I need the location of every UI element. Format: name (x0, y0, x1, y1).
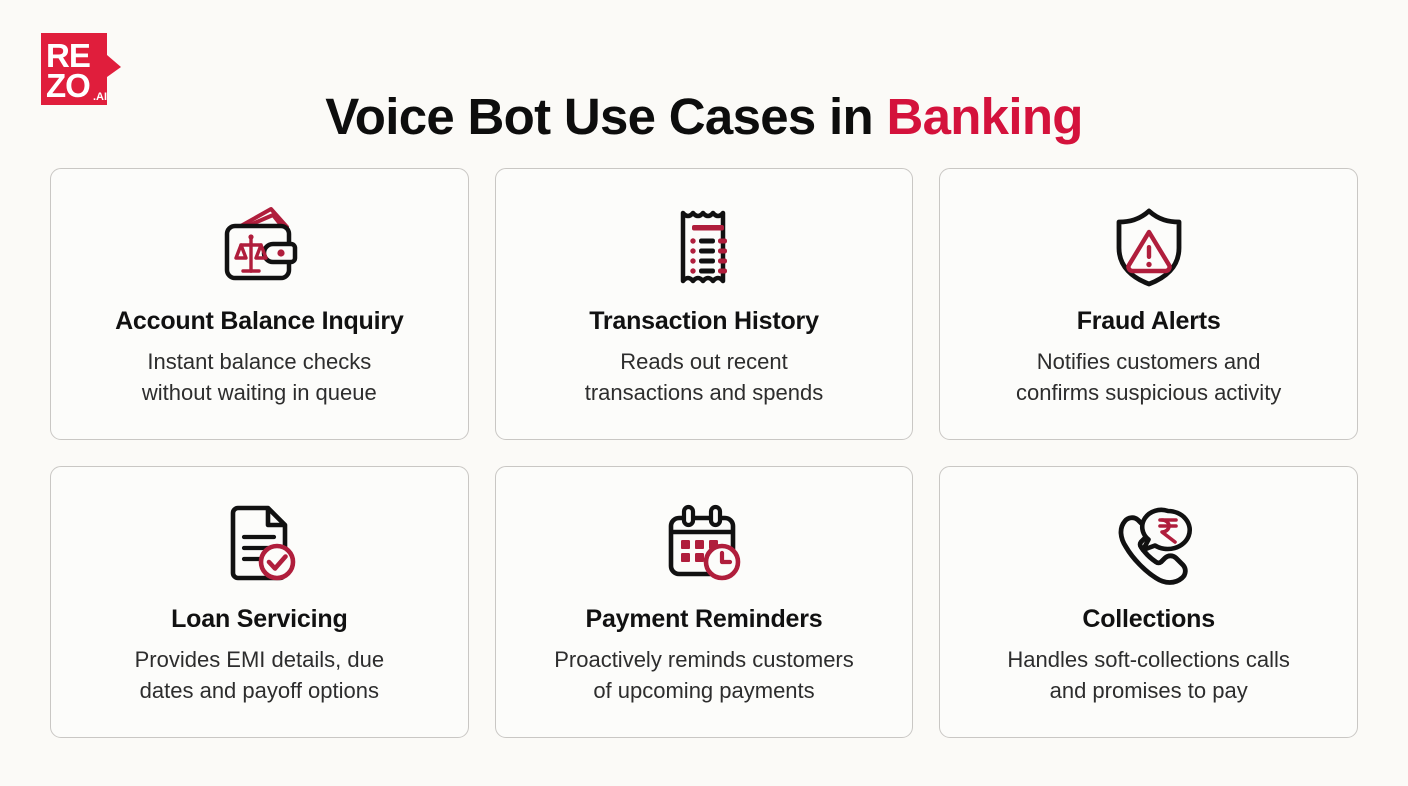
calendar-clock-icon (656, 493, 752, 597)
card-collections[interactable]: Collections Handles soft-collections cal… (939, 466, 1358, 738)
card-description-line: confirms suspicious activity (1016, 380, 1282, 405)
card-description: Instant balance checks without waiting i… (142, 346, 377, 408)
card-loan-servicing[interactable]: Loan Servicing Provides EMI details, due… (50, 466, 469, 738)
card-description-line: Proactively reminds customers (554, 647, 854, 672)
card-title: Transaction History (589, 307, 819, 335)
card-title: Fraud Alerts (1076, 307, 1221, 335)
card-description-line: Provides EMI details, due (134, 647, 385, 672)
card-payment-reminders[interactable]: Payment Reminders Proactively reminds cu… (494, 466, 914, 738)
card-title: Payment Reminders (585, 605, 823, 633)
card-transaction-history[interactable]: Transaction History Reads out recent tra… (494, 168, 914, 440)
card-description-line: Reads out recent (620, 349, 788, 374)
card-fraud-alerts[interactable]: Fraud Alerts Notifies customers and conf… (939, 168, 1358, 440)
card-description-line: Handles soft-collections calls (1007, 647, 1290, 672)
card-description-line: without waiting in queue (141, 380, 377, 405)
card-description: Reads out recent transactions and spends (585, 346, 824, 408)
card-description-line: dates and payoff options (139, 678, 379, 703)
page-title-accent: Banking (886, 88, 1083, 146)
card-description: Handles soft-collections calls and promi… (1007, 644, 1289, 706)
svg-text:RE: RE (46, 37, 90, 74)
card-description-line: Notifies customers and (1036, 349, 1261, 374)
card-title: Loan Servicing (171, 605, 348, 633)
card-description-line: Instant balance checks (147, 349, 372, 374)
card-description-line: transactions and spends (584, 380, 824, 405)
phone-rupee-icon (1101, 493, 1197, 597)
card-description-line: of upcoming payments (593, 678, 815, 703)
svg-text:.AI: .AI (93, 91, 107, 103)
document-check-icon (211, 493, 307, 597)
rezo-ai-logo: RE ZO .AI (35, 27, 123, 111)
card-title: Collections (1082, 605, 1215, 633)
card-title: Account Balance Inquiry (115, 307, 404, 335)
card-description: Proactively reminds customers of upcomin… (554, 644, 854, 706)
wallet-balance-icon (211, 195, 307, 299)
card-description: Notifies customers and confirms suspicio… (1016, 346, 1281, 408)
shield-warning-icon (1101, 195, 1197, 299)
card-description: Provides EMI details, due dates and payo… (135, 644, 384, 706)
page-title: Voice Bot Use Cases in Banking (0, 86, 1408, 148)
svg-text:ZO: ZO (46, 67, 90, 104)
card-account-balance-inquiry[interactable]: Account Balance Inquiry Instant balance … (50, 168, 469, 440)
page-title-main: Voice Bot Use Cases in (325, 88, 887, 146)
receipt-icon (656, 195, 752, 299)
card-description-line: and promises to pay (1049, 678, 1248, 703)
use-case-grid: Account Balance Inquiry Instant balance … (50, 168, 1358, 738)
